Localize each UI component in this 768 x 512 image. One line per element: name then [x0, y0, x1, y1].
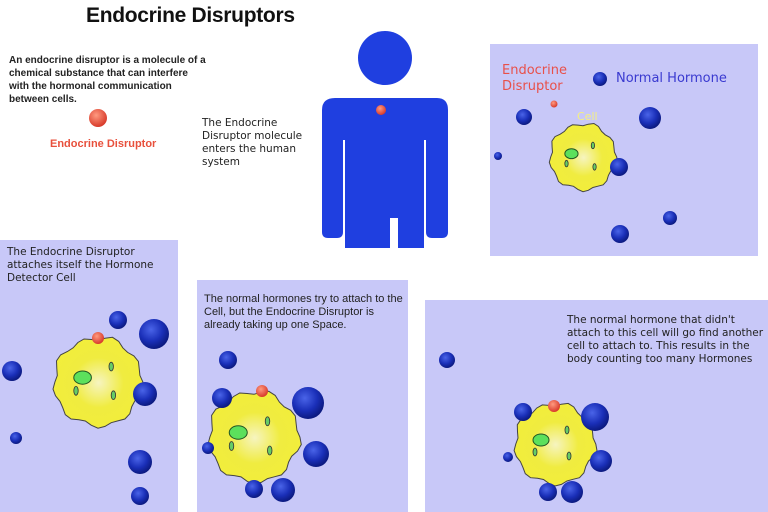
cell-nucleus: [228, 425, 248, 440]
cell-organelle: [592, 163, 597, 171]
cell-organelle: [566, 451, 572, 461]
normal-hormone: [590, 450, 612, 472]
normal-hormone: [2, 361, 22, 381]
panel1-cell-label: Cell: [577, 110, 598, 123]
normal-hormone: [292, 387, 324, 419]
cell-nucleus: [564, 148, 579, 160]
normal-hormone: [109, 311, 127, 329]
normal-hormone: [503, 452, 513, 462]
panel1-disruptor-label: Endocrine Disruptor: [502, 63, 567, 94]
endocrine-disruptor: [550, 100, 558, 108]
normal-hormone: [131, 487, 149, 505]
disruptor-molecule-icon: [89, 109, 107, 127]
normal-hormone: [303, 441, 329, 467]
disruptor-in-body: [376, 105, 386, 115]
normal-hormone: [219, 351, 237, 369]
normal-hormone: [639, 107, 661, 129]
normal-hormone: [663, 211, 677, 225]
normal-hormone: [10, 432, 22, 444]
cell: [207, 390, 302, 485]
intro-text: An endocrine disruptor is a molecule of …: [9, 55, 206, 105]
cell-organelle: [590, 141, 595, 150]
human-figure: [322, 31, 448, 248]
cell: [513, 402, 598, 487]
cell-organelle: [532, 447, 538, 457]
panel4-text: The normal hormone that didn't attach to…: [567, 314, 764, 365]
cell-organelle: [564, 425, 570, 435]
cell-nucleus: [73, 370, 92, 385]
panel-1: [490, 44, 758, 256]
normal-hormone: [610, 158, 628, 176]
cell-organelle: [228, 441, 235, 451]
enters-system-text: The Endocrine Disruptor molecule enters …: [202, 117, 303, 168]
normal-hormone: [133, 382, 157, 406]
cell: [548, 122, 619, 193]
endocrine-disruptor: [256, 385, 268, 397]
cell: [52, 336, 145, 429]
normal-hormone: [439, 352, 455, 368]
page-title: Endocrine Disruptors: [86, 4, 295, 27]
normal-hormone: [539, 483, 557, 501]
panel1-hormone-label: Normal Hormone: [616, 71, 727, 86]
normal-hormone: [494, 152, 502, 160]
endocrine-disruptor: [92, 332, 104, 344]
endocrine-disruptor: [548, 400, 560, 412]
normal-hormone: [514, 403, 532, 421]
cell-organelle: [108, 361, 114, 372]
cell-organelle: [267, 445, 273, 456]
normal-hormone: [516, 109, 532, 125]
normal-hormone: [271, 478, 295, 502]
normal-hormone: [611, 225, 629, 243]
normal-hormone: [139, 319, 169, 349]
disruptor-legend-label: Endocrine Disruptor: [50, 138, 157, 150]
normal-hormone: [581, 403, 609, 431]
normal-hormone: [245, 480, 263, 498]
normal-hormone: [202, 442, 214, 454]
normal-hormone: [212, 388, 232, 408]
normal-hormone: [128, 450, 152, 474]
normal-hormone: [561, 481, 583, 503]
panel3-text: The normal hormones try to attach to the…: [204, 293, 403, 331]
cell-organelle: [110, 390, 117, 401]
cell-nucleus: [532, 433, 550, 447]
cell-organelle: [564, 159, 569, 168]
cell-organelle: [264, 416, 271, 427]
cell-organelle: [73, 385, 79, 396]
panel2-text: The Endocrine Disruptor attaches itself …: [7, 246, 154, 284]
normal-hormone: [593, 72, 607, 86]
